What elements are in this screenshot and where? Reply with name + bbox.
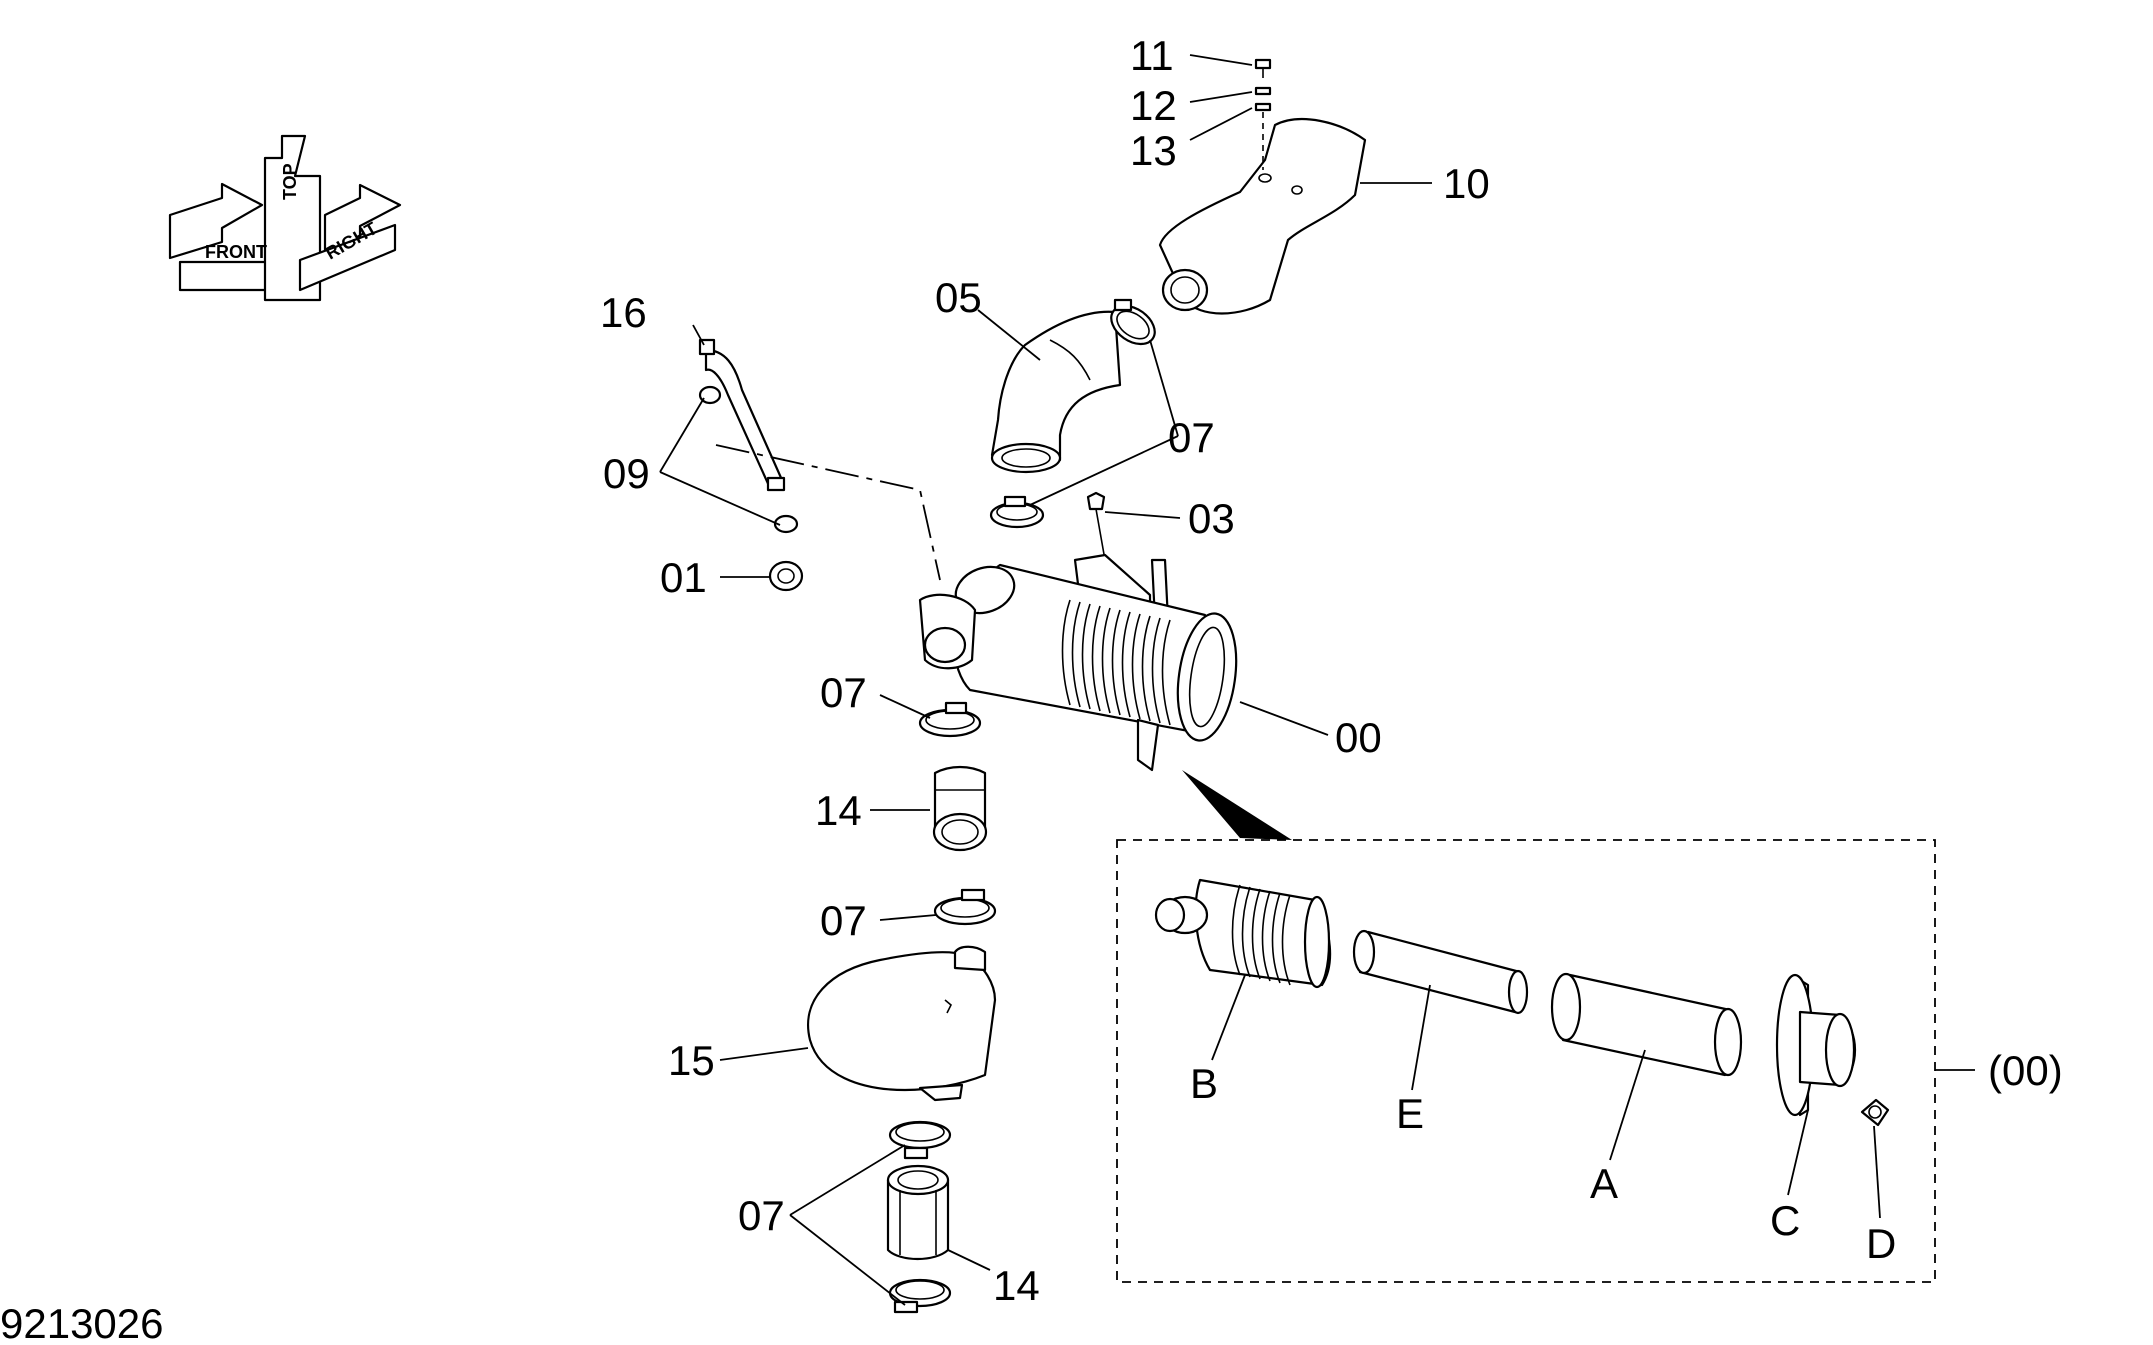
callout-c: C bbox=[1770, 1197, 1800, 1244]
routing-centerline bbox=[715, 444, 941, 581]
callout-07-low: 07 bbox=[820, 897, 867, 944]
callout-07-mid: 07 bbox=[820, 669, 867, 716]
detail-dust-valve bbox=[1860, 1098, 1890, 1127]
hose-clamp-above-cleaner bbox=[989, 495, 1045, 529]
hose-clamp-lower-top bbox=[888, 1120, 952, 1160]
vacuator-hose bbox=[698, 338, 786, 492]
hose-clamp-bottom bbox=[888, 1278, 952, 1314]
callout-07-bottom: 07 bbox=[738, 1192, 785, 1239]
detail-housing bbox=[1154, 878, 1332, 989]
screw bbox=[1086, 491, 1106, 561]
callout-11: 11 bbox=[1130, 32, 1174, 79]
callout-13: 13 bbox=[1130, 127, 1177, 174]
callout-labels: 11 12 13 10 05 16 07 09 03 01 07 00 14 0… bbox=[600, 32, 2063, 1309]
detail-end-cover bbox=[1775, 973, 1857, 1117]
callout-00: 00 bbox=[1335, 714, 1382, 761]
hose-clamp-middle bbox=[933, 888, 997, 926]
callout-09: 09 bbox=[603, 450, 650, 497]
callout-05: 05 bbox=[935, 274, 982, 321]
leader-lines bbox=[659, 54, 1975, 1306]
air-cleaner-assembly bbox=[918, 553, 1238, 772]
bolt-and-washers bbox=[1254, 58, 1272, 170]
callout-03: 03 bbox=[1188, 495, 1235, 542]
callout-e: E bbox=[1396, 1090, 1424, 1137]
detail-frame bbox=[1116, 839, 1936, 1283]
hose-clamp-upper bbox=[1110, 298, 1156, 346]
hose-clamp-below-cleaner bbox=[918, 701, 982, 738]
callout-10: 10 bbox=[1443, 160, 1490, 207]
callout-12: 12 bbox=[1130, 82, 1177, 129]
small-clamps bbox=[698, 385, 799, 534]
orientation-symbol: FRONT TOP RIGHT bbox=[168, 134, 402, 302]
callout-16: 16 bbox=[600, 289, 647, 336]
detail-inner-element bbox=[1352, 929, 1529, 1015]
straight-hose-upper bbox=[932, 765, 988, 852]
callout-14-upper: 14 bbox=[815, 787, 862, 834]
callout-detail-00: (00) bbox=[1988, 1047, 2063, 1094]
detail-pointer bbox=[1182, 770, 1292, 840]
fitting-plug bbox=[768, 560, 804, 592]
callout-15: 15 bbox=[668, 1037, 715, 1084]
callout-d: D bbox=[1866, 1220, 1896, 1267]
callout-b: B bbox=[1190, 1060, 1218, 1107]
orientation-front-label: FRONT bbox=[205, 242, 267, 262]
straight-hose-lower bbox=[886, 1164, 950, 1260]
orientation-top-label: TOP bbox=[280, 163, 300, 200]
intake-duct bbox=[1158, 118, 1367, 315]
callout-a: A bbox=[1590, 1160, 1618, 1207]
callout-01: 01 bbox=[660, 554, 707, 601]
callout-07-upper: 07 bbox=[1168, 414, 1215, 461]
pre-cleaner-bag bbox=[807, 945, 997, 1102]
elbow-hose bbox=[990, 310, 1122, 474]
detail-outer-element bbox=[1550, 972, 1743, 1077]
callout-14-lower: 14 bbox=[993, 1262, 1040, 1309]
drawing-number: 9213026 bbox=[0, 1300, 164, 1345]
